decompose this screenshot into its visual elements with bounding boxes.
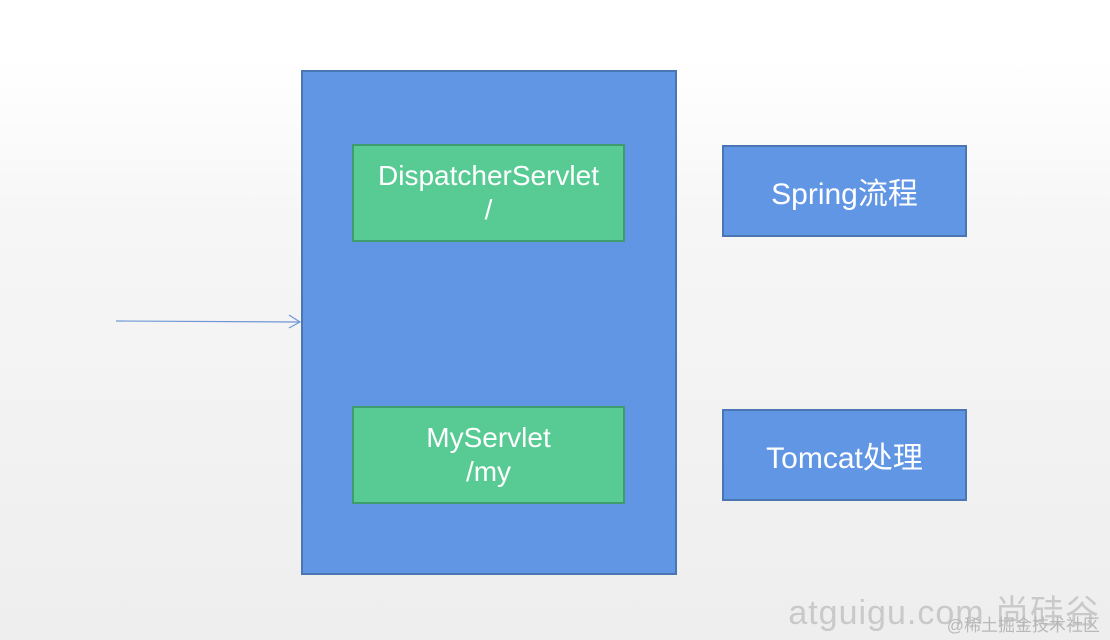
my-servlet-path: /my [465, 456, 512, 487]
spring-flow-label: Spring流程 [771, 178, 918, 211]
credit-watermark: @稀土掘金技术社区 [946, 616, 1100, 635]
dispatcher-servlet-path: / [484, 194, 493, 225]
tomcat-handling-label: Tomcat处理 [766, 442, 923, 475]
tomcat-handling-box: Tomcat处理 [722, 409, 967, 501]
dispatcher-servlet-box: DispatcherServlet / [352, 144, 625, 242]
spring-flow-box: Spring流程 [722, 145, 967, 237]
site-watermark: atguigu.com 尚硅谷 [788, 594, 1100, 632]
my-servlet-name: MyServlet [426, 422, 551, 453]
my-servlet-box: MyServlet /my [352, 406, 625, 504]
dispatcher-servlet-name: DispatcherServlet [378, 160, 599, 191]
